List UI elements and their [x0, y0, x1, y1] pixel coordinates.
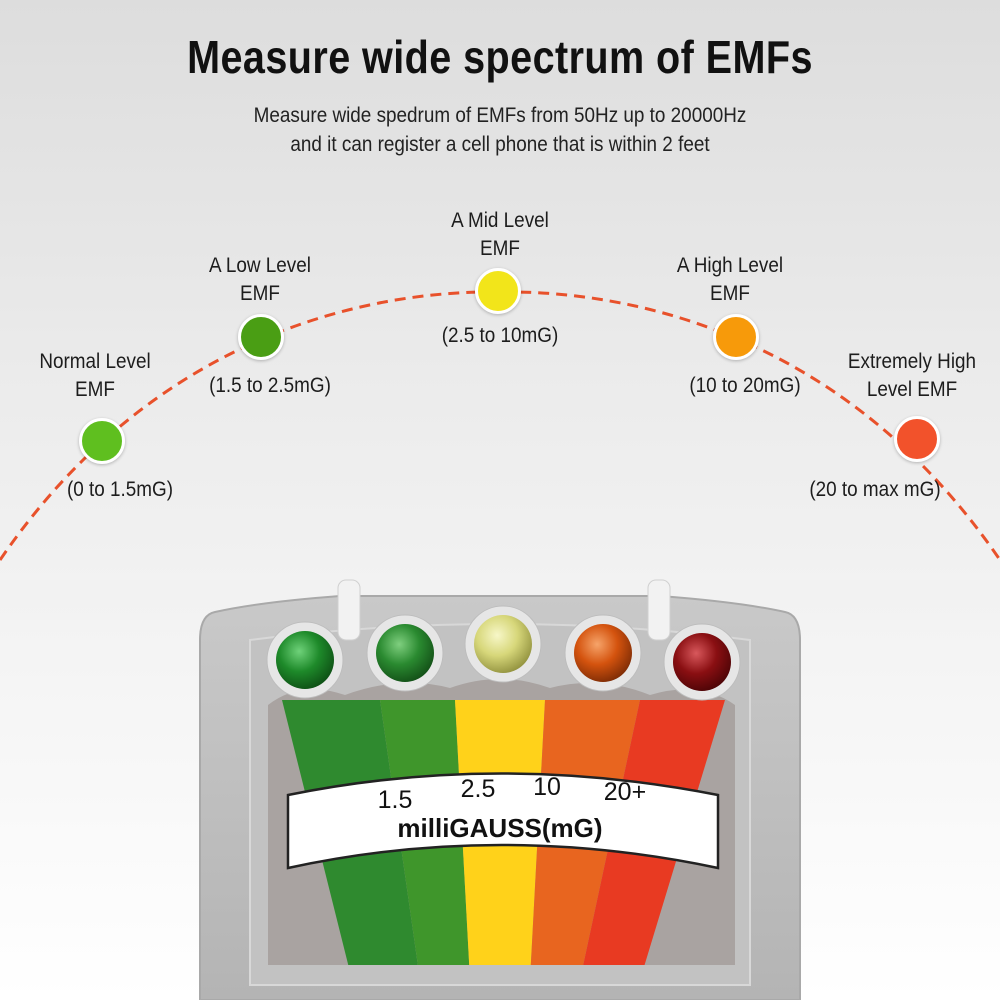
scale-value-2: 2.5 [461, 775, 496, 803]
scale-value-1: 1.5 [378, 786, 413, 814]
dashed-arc-line [0, 290, 1000, 561]
level-extreme-label: Extremely High Level EMF [831, 348, 993, 404]
led-row [266, 605, 741, 701]
page-title: Measure wide spectrum of EMFs [187, 31, 813, 83]
level-low-label: A Low Level EMF [188, 252, 332, 308]
scale-unit: milliGAUSS(mG) [397, 813, 602, 843]
level-normal-dot [79, 418, 125, 464]
led-orange [574, 624, 632, 682]
level-mid-label-line1: A Mid Level [451, 209, 549, 232]
level-high-label-line2: EMF [710, 282, 750, 305]
level-normal-label-line2: EMF [75, 378, 115, 401]
level-high-dot [713, 314, 759, 360]
level-low-label-line1: A Low Level [209, 254, 311, 277]
level-extreme-range: (20 to max mG) [809, 478, 941, 501]
meter-clip-right [647, 579, 671, 641]
scale-value-4: 20+ [604, 778, 646, 806]
level-mid-range: (2.5 to 10mG) [441, 324, 559, 347]
level-normal-range: (0 to 1.5mG) [66, 478, 174, 501]
level-mid-dot [475, 268, 521, 314]
led-green-1 [276, 631, 334, 689]
level-high-label-line1: A High Level [676, 254, 784, 277]
subtitle-line-1: Measure wide spedrum of EMFs from 50Hz u… [253, 104, 747, 127]
led-red [673, 633, 731, 691]
level-mid-label-line2: EMF [480, 237, 520, 260]
led-yellow [474, 615, 532, 673]
level-low-range: (1.5 to 2.5mG) [209, 374, 331, 397]
level-high-label: A High Level EMF [658, 252, 802, 308]
meter-clip-left [337, 579, 361, 641]
led-green-2 [376, 624, 434, 682]
subtitle-line-2: and it can register a cell phone that is… [290, 133, 710, 156]
scale-value-3: 10 [533, 773, 561, 801]
level-extreme-label-line1: Extremely High [847, 350, 977, 373]
level-extreme-dot [894, 416, 940, 462]
level-mid-label: A Mid Level EMF [428, 207, 572, 263]
level-high-range: (10 to 20mG) [689, 374, 801, 397]
level-low-dot [238, 314, 284, 360]
level-extreme-label-line2: Level EMF [866, 378, 958, 401]
scale-label-banner [286, 772, 720, 870]
level-normal-label: Normal Level EMF [19, 348, 172, 404]
level-low-label-line2: EMF [240, 282, 280, 305]
level-normal-label-line1: Normal Level [39, 350, 151, 373]
